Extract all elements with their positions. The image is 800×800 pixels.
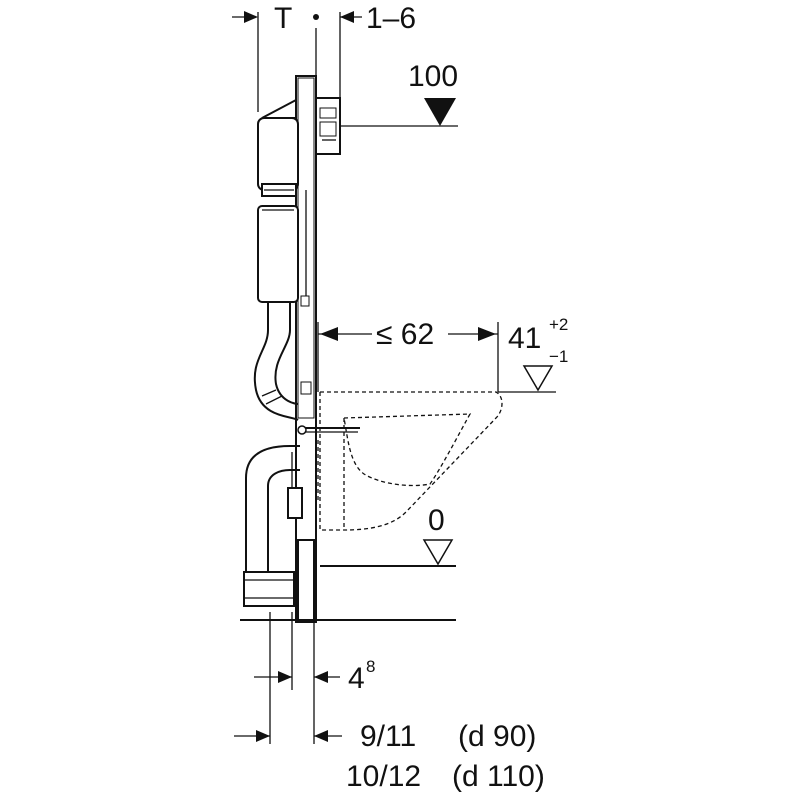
- dimension-T-label: T: [274, 2, 292, 35]
- mounting-frame: [295, 75, 317, 623]
- arrowhead-right-icon: [278, 671, 292, 683]
- flush-pipe: [253, 302, 299, 421]
- row1-note: (d 90): [458, 720, 536, 753]
- offset-superscript: 8: [366, 657, 375, 676]
- max-distance-dimension: ≤ 62: [317, 318, 499, 392]
- arrowhead-right-icon: [478, 327, 496, 341]
- offset-dimension: 4 8: [254, 612, 375, 744]
- centerline-dot-icon: [313, 14, 319, 20]
- top-dimension: T 1–6: [232, 2, 416, 112]
- level-0-label: 0: [428, 504, 445, 537]
- cistern: [257, 98, 299, 303]
- flush-actuator: [315, 97, 341, 155]
- arrowhead-right-icon: [244, 11, 258, 23]
- seat-height-marker: 41 +2 −1: [498, 315, 568, 393]
- arrowhead-left-icon: [320, 327, 338, 341]
- pipe-offset-dimension: 9/11 (d 90) 10/12 (d 110): [234, 720, 545, 793]
- arrowhead-left-icon: [314, 730, 328, 742]
- row2-note: (d 110): [452, 760, 545, 793]
- arrowhead-right-icon: [256, 730, 270, 742]
- arrowhead-left-icon: [314, 671, 328, 683]
- seat-height-value: 41: [508, 322, 541, 355]
- level-0-marker: 0: [320, 504, 456, 567]
- level-triangle-outline-icon: [422, 539, 454, 566]
- level-triangle-filled-icon: [424, 98, 456, 126]
- level-100-marker: 100: [340, 60, 458, 127]
- seat-height-tolerance-plus: +2: [549, 315, 568, 334]
- drain-bend: [243, 440, 319, 607]
- fixing-bolt: [297, 425, 360, 435]
- level-triangle-outline-icon: [522, 365, 554, 392]
- max-distance-label: ≤ 62: [376, 318, 434, 351]
- wc-bowl-outline: [319, 391, 503, 531]
- dimension-range-label: 1–6: [366, 2, 416, 35]
- seat-height-tolerance-minus: −1: [549, 347, 568, 366]
- row2-value: 10/12: [346, 760, 421, 793]
- level-100-label: 100: [408, 60, 458, 93]
- row1-value: 9/11: [360, 720, 416, 753]
- offset-value: 4: [348, 662, 365, 695]
